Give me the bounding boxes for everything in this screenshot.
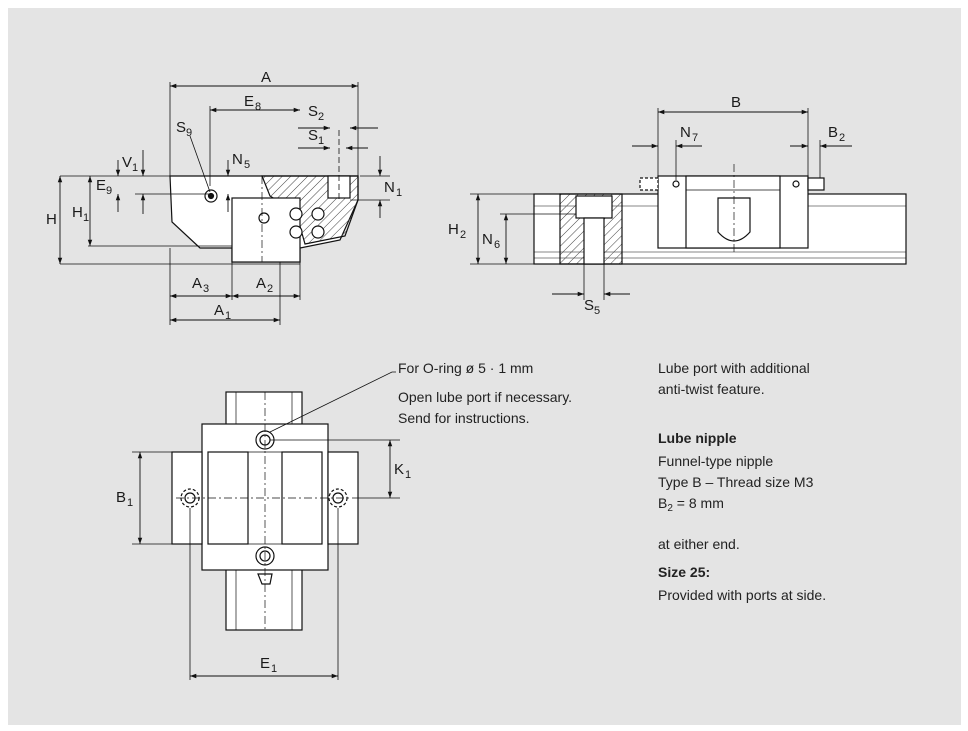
label-S5-sub: 5 — [594, 305, 600, 317]
label-H2-sub: 2 — [460, 229, 466, 241]
label-A3: A — [192, 275, 202, 292]
label-N7: N — [680, 124, 691, 141]
note-nipple-line1: Funnel-type nipple — [658, 453, 774, 469]
label-S1: S — [308, 127, 318, 144]
label-E8: E — [244, 93, 254, 110]
note-nipple-b2: B2 = 8 mm — [658, 493, 724, 519]
label-A3-sub: 3 — [203, 283, 209, 295]
label-A: A — [261, 69, 271, 86]
label-N6-sub: 6 — [494, 239, 500, 251]
front-view — [57, 82, 390, 325]
label-B2: B — [828, 124, 838, 141]
label-A2: A — [256, 275, 266, 292]
drawing-panel — [8, 8, 961, 725]
note-b2-value: = 8 mm — [672, 495, 724, 511]
size-title-text: Size 25: — [658, 564, 711, 580]
nipple-title: Lube nipple — [658, 428, 737, 449]
label-N6: N — [482, 231, 493, 248]
note-oring: For O-ring ø 5 · 1 mm — [398, 360, 534, 376]
label-N5: N — [232, 151, 243, 168]
label-V1: V — [122, 154, 132, 171]
front-view-labels: A E 8 S 2 S 1 S 9 V 1 N 5 E 9 N 1 H H 1 … — [46, 69, 402, 322]
note-open-line1: Open lube port if necessary. — [398, 389, 573, 405]
label-S1-sub: 1 — [318, 135, 324, 147]
note-either-end: at either end. — [658, 536, 740, 552]
note-open-line2: Send for instructions. — [398, 410, 530, 426]
note-b2-letter: B — [658, 495, 668, 511]
label-N5-sub: 5 — [244, 159, 250, 171]
label-S2-sub: 2 — [318, 111, 324, 123]
label-A2-sub: 2 — [267, 283, 273, 295]
label-H1: H — [72, 204, 83, 221]
label-S5: S — [584, 297, 594, 314]
top-view-labels: B 1 K 1 E 1 — [116, 461, 411, 675]
label-K1: K — [394, 461, 404, 478]
label-B2-sub: 2 — [839, 132, 845, 144]
label-E9-sub: 9 — [106, 185, 112, 197]
side-view — [470, 108, 907, 300]
label-N1-sub: 1 — [396, 187, 402, 199]
label-N7-sub: 7 — [692, 132, 698, 144]
label-E9: E — [96, 177, 106, 194]
label-B1-sub: 1 — [127, 497, 133, 509]
nipple-title-text: Lube nipple — [658, 430, 737, 446]
note-lube-line2: anti-twist feature. — [658, 381, 765, 397]
label-H: H — [46, 211, 57, 228]
label-A1-sub: 1 — [225, 310, 231, 322]
note-lube-line1: Lube port with additional — [658, 360, 810, 376]
label-S9: S — [176, 119, 186, 136]
note-nipple-line2: Type B – Thread size M3 — [658, 474, 814, 490]
note-size-line: Provided with ports at side. — [658, 587, 827, 603]
label-E8-sub: 8 — [255, 101, 261, 113]
label-V1-sub: 1 — [132, 162, 138, 174]
label-N1: N — [384, 179, 395, 196]
top-view — [132, 371, 400, 680]
label-B1: B — [116, 489, 126, 506]
label-S9-sub: 9 — [186, 127, 192, 139]
label-K1-sub: 1 — [405, 469, 411, 481]
label-E1: E — [260, 655, 270, 672]
size-title: Size 25: — [658, 562, 710, 583]
label-H1-sub: 1 — [83, 212, 89, 224]
label-E1-sub: 1 — [271, 663, 277, 675]
label-A1: A — [214, 302, 224, 319]
label-B: B — [731, 94, 741, 111]
side-view-labels: B N 7 B 2 H 2 N 6 S 5 — [448, 94, 845, 317]
label-H2: H — [448, 221, 459, 238]
label-S2: S — [308, 103, 318, 120]
note-b2-sub: 2 — [667, 503, 673, 514]
